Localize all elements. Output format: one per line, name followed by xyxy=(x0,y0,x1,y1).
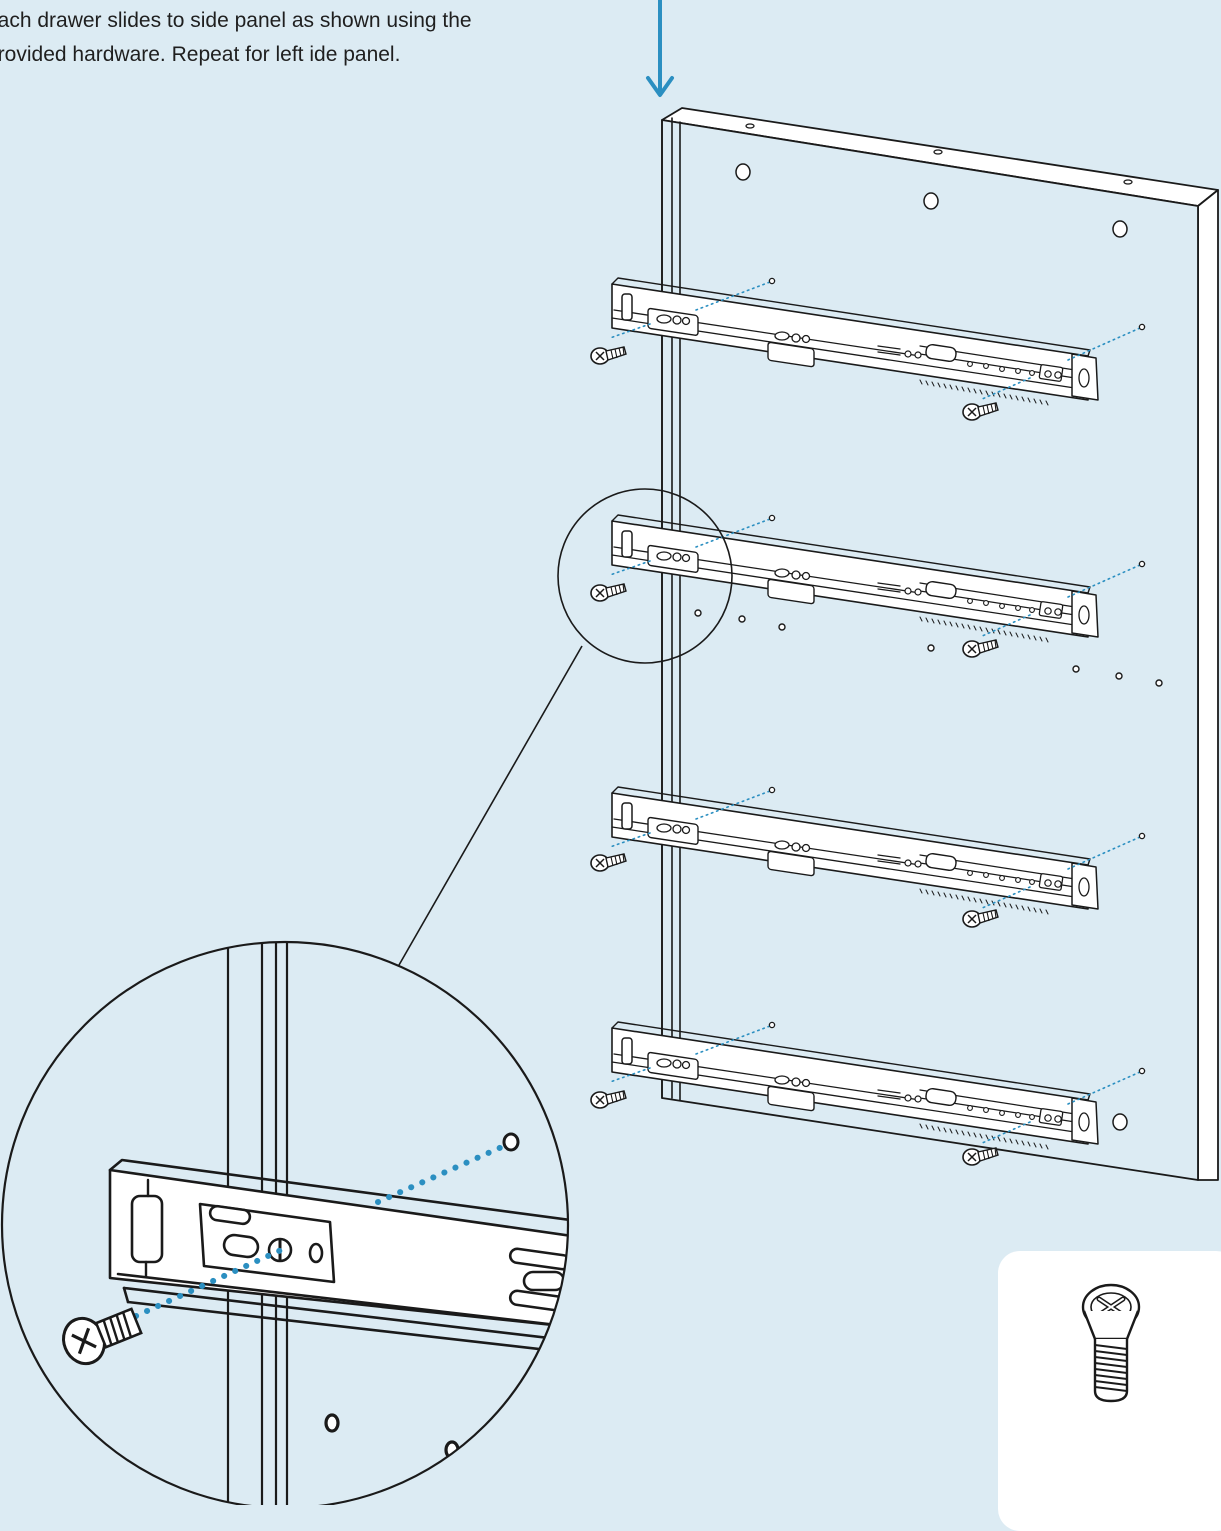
side-panel xyxy=(661,107,1219,1181)
hardware-card xyxy=(998,1251,1221,1531)
zoom-leader-line xyxy=(394,645,583,973)
detail-enlargement xyxy=(0,940,570,1505)
detail-zoom-circle xyxy=(557,488,733,664)
down-arrow-icon xyxy=(646,0,674,97)
flat-head-phillips-screw-icon xyxy=(1081,1283,1141,1403)
instruction-text: ttach drawer slides to side panel as sho… xyxy=(0,9,472,66)
